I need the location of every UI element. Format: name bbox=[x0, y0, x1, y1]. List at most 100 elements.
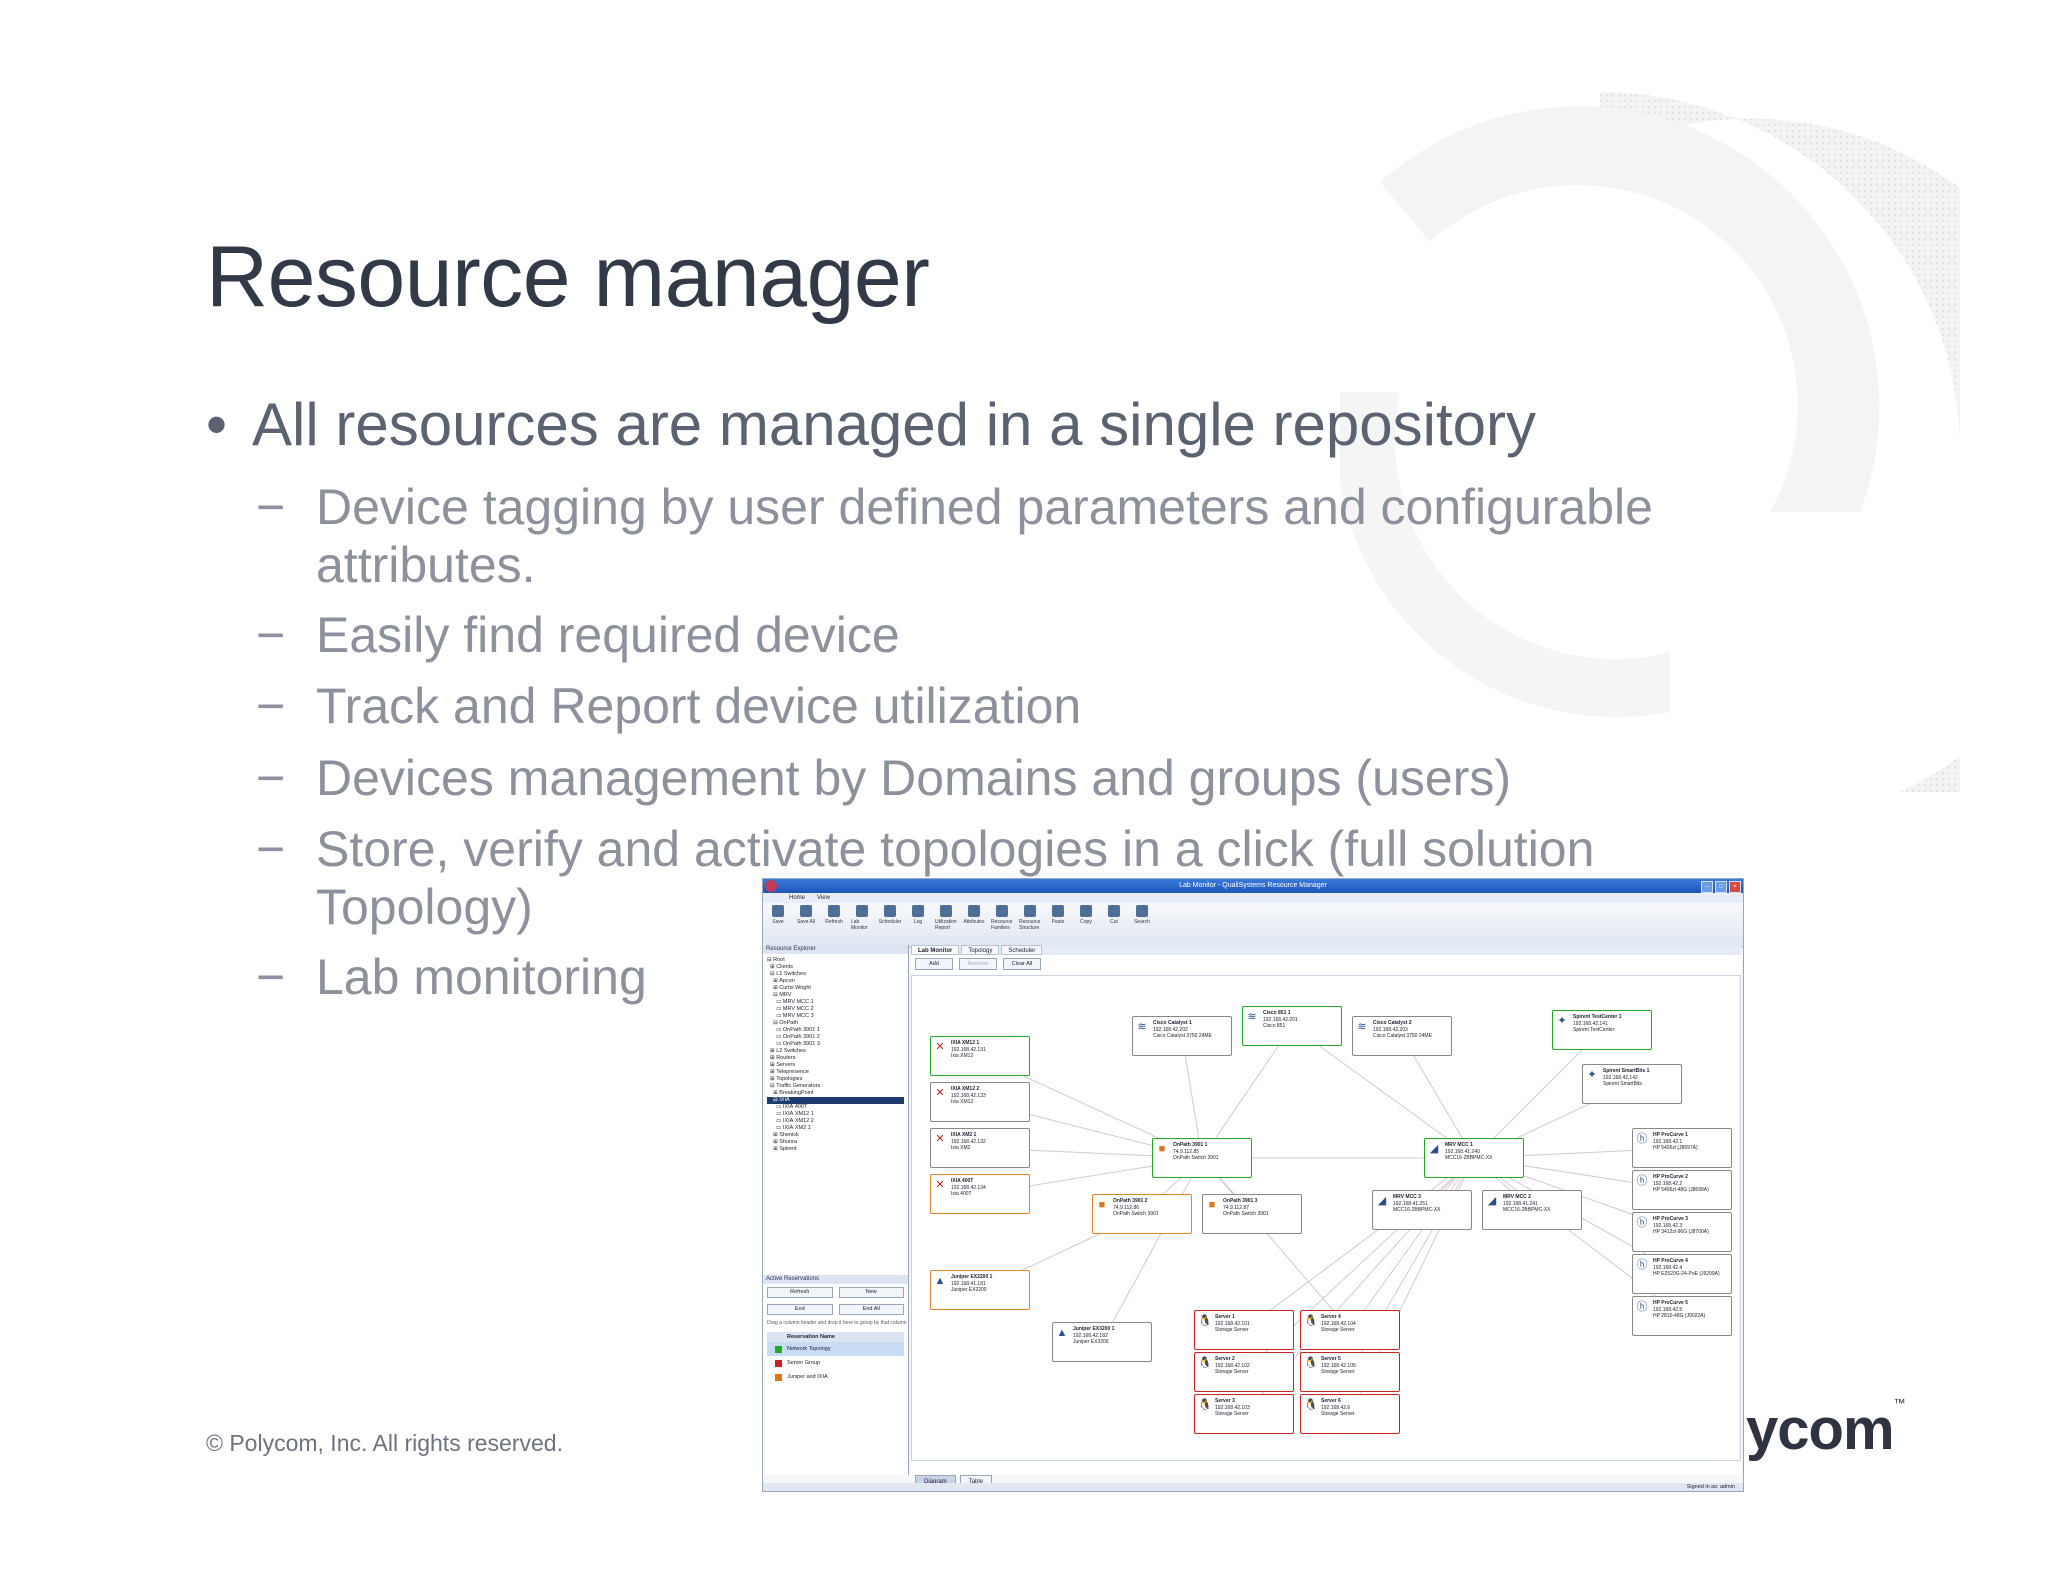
ribbon-button[interactable]: Copy bbox=[1075, 905, 1097, 945]
device-name: Juniper EX3200 1 bbox=[1073, 1326, 1115, 1332]
ribbon-button[interactable]: Save All bbox=[795, 905, 817, 945]
tree-item[interactable]: ⊞ Topologies bbox=[767, 1076, 803, 1082]
ribbon-button[interactable]: Log bbox=[907, 905, 929, 945]
tree-item[interactable]: ⊞ Curtis Wright bbox=[767, 985, 811, 991]
tree-item[interactable]: ⊟ Root bbox=[767, 957, 785, 963]
tree-item[interactable]: ⊞ Clients bbox=[767, 964, 794, 970]
tree-item[interactable]: ▭ IXIA XM2 1 bbox=[767, 1125, 811, 1131]
tree-item[interactable]: ▭ MRV MCC 1 bbox=[767, 999, 814, 1005]
device-model: Ixia XM12 bbox=[951, 1053, 974, 1059]
ribbon-button-label: Log bbox=[913, 919, 923, 925]
tree-item[interactable]: ⊟ L1 Switches bbox=[767, 971, 806, 977]
refresh-button[interactable]: Refresh bbox=[767, 1287, 833, 1298]
ribbon-button[interactable]: Attributes bbox=[963, 905, 985, 945]
tree-item[interactable]: ▭ MRV MCC 3 bbox=[767, 1013, 814, 1019]
remove-button[interactable]: Remove bbox=[959, 958, 997, 970]
maximize-icon[interactable]: □ bbox=[1715, 881, 1727, 893]
device-ip: 192.168.42.201 bbox=[1263, 1016, 1298, 1023]
table-row[interactable]: Server Group bbox=[767, 1356, 904, 1370]
new-button[interactable]: New bbox=[838, 1287, 904, 1298]
close-icon[interactable]: × bbox=[1729, 881, 1741, 893]
tree-item[interactable]: ▭ OnPath 3901 3 bbox=[767, 1041, 820, 1047]
end-all-button[interactable]: End All bbox=[838, 1304, 904, 1315]
end-button[interactable]: End bbox=[767, 1304, 833, 1315]
tree-item[interactable]: ⊞ BreakingPoint bbox=[767, 1090, 814, 1096]
ribbon-button[interactable]: Lab Monitor bbox=[851, 905, 873, 945]
tree-item[interactable]: ⊞ Routers bbox=[767, 1055, 796, 1061]
device-model: Juniper EX2200 bbox=[951, 1287, 987, 1293]
tree-item[interactable]: ⊞ Spirent bbox=[767, 1146, 797, 1152]
clear-all-button[interactable]: Clear All bbox=[1003, 958, 1041, 970]
tree-item[interactable]: ⊟ Traffic Generators bbox=[767, 1083, 821, 1089]
app-orb-icon[interactable] bbox=[765, 880, 777, 892]
ribbon-button[interactable]: Cut bbox=[1103, 905, 1125, 945]
tree-item[interactable]: ▭ MRV MCC 2 bbox=[767, 1006, 814, 1012]
minimize-icon[interactable]: – bbox=[1701, 881, 1713, 893]
device-type-icon: ⓗ bbox=[1636, 1175, 1648, 1187]
ribbon-button[interactable]: Search bbox=[1131, 905, 1153, 945]
device-ip: 192.168.42.6 bbox=[1321, 1404, 1351, 1411]
tree-item[interactable]: ⊞ Telepresence bbox=[767, 1069, 809, 1075]
ribbon-button[interactable]: Scheduler bbox=[879, 905, 901, 945]
tab-topology[interactable]: Topology bbox=[961, 945, 1000, 955]
device-name: IXIA XM2 1 bbox=[951, 1132, 977, 1138]
table-row[interactable]: Juniper and IXIA bbox=[767, 1370, 904, 1384]
add-button[interactable]: Add bbox=[915, 958, 953, 970]
tree-item[interactable]: ⊞ Shenick bbox=[767, 1132, 799, 1138]
tree-item[interactable]: ⊟ IXIA bbox=[767, 1097, 904, 1104]
ribbon-button[interactable]: Paste bbox=[1047, 905, 1069, 945]
ribbon-button[interactable]: Refresh bbox=[823, 905, 845, 945]
ribbon-button-icon bbox=[1108, 905, 1120, 917]
tab-scheduler[interactable]: Scheduler bbox=[1001, 945, 1043, 955]
menu-home[interactable]: Home bbox=[789, 895, 806, 901]
tree-item[interactable]: ⊞ Servers bbox=[767, 1062, 796, 1068]
tree-item[interactable]: ⊟ MRV bbox=[767, 992, 792, 998]
table-row[interactable]: Network Topology bbox=[767, 1342, 904, 1356]
device-model: Ixia XM2 bbox=[951, 1145, 971, 1151]
tree-item[interactable]: ▭ IXIA 400T bbox=[767, 1104, 808, 1110]
tree-item[interactable]: ⊞ L2 Switches bbox=[767, 1048, 806, 1054]
tree-item[interactable]: ▭ OnPath 3901 1 bbox=[767, 1027, 820, 1033]
tree-item[interactable]: ▭ OnPath 3901 2 bbox=[767, 1034, 820, 1040]
tab-lab-monitor[interactable]: Lab Monitor bbox=[911, 945, 960, 955]
tree-item[interactable]: ⊞ Shunra bbox=[767, 1139, 797, 1145]
ribbon-button[interactable]: Save bbox=[767, 905, 789, 945]
tree-item[interactable]: ▭ IXIA XM12 2 bbox=[767, 1118, 814, 1124]
tree-item[interactable]: ⊞ Apcon bbox=[767, 978, 795, 984]
menu-view[interactable]: View bbox=[817, 895, 830, 901]
tree-item[interactable]: ⊟ OnPath bbox=[767, 1020, 798, 1026]
ribbon-button[interactable]: Resource Structure bbox=[1019, 905, 1041, 945]
ribbon-button[interactable]: Resource Families bbox=[991, 905, 1013, 945]
ribbon-button[interactable]: Utilization Report bbox=[935, 905, 957, 945]
tree-item[interactable]: ▭ IXIA XM12 1 bbox=[767, 1111, 814, 1117]
reservation-name-header[interactable]: Reservation Name bbox=[767, 1332, 904, 1342]
